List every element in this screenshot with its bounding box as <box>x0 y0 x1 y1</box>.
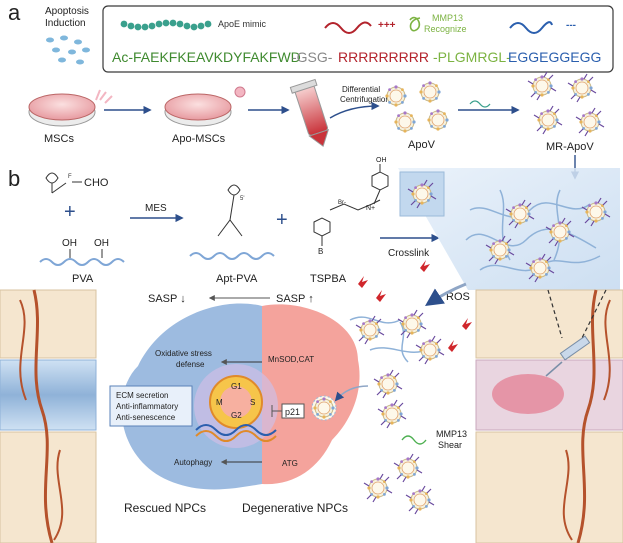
apoe-mimic-label: ApoE mimic <box>218 19 267 29</box>
mmp13-recognize-line2: Recognize <box>424 24 467 34</box>
mr-apov-uptake <box>311 370 434 514</box>
dashed-link-left <box>547 289 563 339</box>
seq-linker: -GSG- <box>292 49 333 65</box>
negative-charge-label: --- <box>566 20 576 31</box>
mes-label: MES <box>145 203 167 214</box>
mmp13-coil-icon <box>409 16 421 32</box>
apoe-beads-icon <box>120 19 212 31</box>
s-phase-label: S <box>250 398 255 407</box>
tspba-structure-icon <box>313 164 389 246</box>
peptide-sequence-box <box>102 5 614 73</box>
seq-apoe: Ac-FAEKFKEAVKDYFAKFWD <box>112 49 301 65</box>
apo-msc-dish <box>164 86 246 127</box>
apo-mscs-label: Apo-MSCs <box>172 133 226 145</box>
plus-sign-1: + <box>64 201 76 223</box>
apt-pva-icon <box>189 184 275 260</box>
mnsod-label: MnSOD,CAT <box>268 355 314 364</box>
ecm-line2: Anti-inflammatory <box>116 402 178 411</box>
panel-a-letter: a <box>8 0 21 25</box>
plus-sign-2: + <box>276 209 288 231</box>
degraded-gel-fragments <box>349 310 444 364</box>
aptamer-icon <box>45 172 67 194</box>
mmp13-recognize-line1: MMP13 <box>432 13 463 23</box>
right-spine-illustration <box>475 289 623 543</box>
p21-label: p21 <box>285 407 300 417</box>
apoptosis-label-line2: Induction <box>45 18 86 29</box>
oh-label-2: OH <box>94 238 109 249</box>
mmp13-shear-line1: MMP13 <box>436 429 467 439</box>
pva-chain-icon <box>39 258 125 266</box>
mscs-label: MSCs <box>44 133 74 145</box>
g2-label: G2 <box>231 411 242 420</box>
aptamer-f-label: F <box>68 174 72 180</box>
arrow-ros <box>425 282 467 306</box>
seq-polyglu: EGGEGGEGG <box>508 49 601 65</box>
tspba-oh-top: OH <box>376 157 387 164</box>
syringe-icon <box>545 335 591 377</box>
apt-5prime-label: 5' <box>240 196 244 202</box>
mr-apov-label: MR-ApoV <box>546 141 594 153</box>
oxidative-line1: Oxidative stress <box>155 349 212 358</box>
diff-centrifugation-line2: Centrifugation <box>340 95 390 104</box>
tspba-nplus-label: N+ <box>366 205 375 212</box>
ecm-line1: ECM secretion <box>116 391 168 400</box>
rescued-npcs-label: Rescued NPCs <box>124 501 206 515</box>
centrifuge-tube-icon <box>289 78 330 148</box>
ecm-line3: Anti-senescence <box>116 413 176 422</box>
panel-b-letter: b <box>8 166 20 191</box>
panel-c: c ROS SASP ↓ SASP ↑ Oxidative stress def… <box>0 260 623 543</box>
mmp13-shear-line2: Shear <box>438 440 462 450</box>
pva-label: PVA <box>72 273 94 285</box>
positive-charge-label: +++ <box>378 20 396 31</box>
apoptosis-label-line1: Apoptosis <box>45 6 89 17</box>
polyarg-wave-icon <box>324 21 372 34</box>
inducer-dots <box>46 35 90 65</box>
tspba-label: TSPBA <box>310 273 347 285</box>
sasp-down-label: SASP ↓ <box>148 293 186 305</box>
polyglu-wave-icon <box>509 21 553 34</box>
apov-cluster <box>384 80 450 134</box>
arrow-tube-to-apov <box>329 101 380 119</box>
peptide-insert-icon <box>469 100 491 108</box>
tspba-b-label: B <box>318 247 323 256</box>
seq-polyarg: RRRRRRRRR <box>338 49 429 65</box>
mmp13-shear-icon <box>401 435 427 445</box>
m-phase-label: M <box>216 398 223 407</box>
sasp-up-label: SASP ↑ <box>276 293 314 305</box>
tspba-br-label: Br- <box>338 200 346 206</box>
panel-a: a Apoptosis Induction ApoE mimic +++ MMP… <box>8 0 614 180</box>
atg-label: ATG <box>282 459 298 468</box>
crosslink-label: Crosslink <box>388 248 430 259</box>
panel-b: b F CHO + OH OH PVA MES 5' Apt-PVA + <box>8 157 620 290</box>
cho-label: CHO <box>84 177 109 189</box>
oh-label-1: OH <box>62 238 77 249</box>
seq-mmp13: -PLGMRGL- <box>433 49 511 65</box>
g1-label: G1 <box>231 382 242 391</box>
hydrogel-network <box>398 168 620 290</box>
diff-centrifugation-line1: Differential <box>342 85 380 94</box>
ros-release <box>358 260 472 352</box>
ecm-box <box>109 385 193 427</box>
dashed-link-right <box>581 289 607 339</box>
autophagy-label: Autophagy <box>174 458 212 467</box>
apt-pva-label: Apt-PVA <box>216 273 258 285</box>
mr-apov-cluster <box>528 72 604 136</box>
apov-label: ApoV <box>408 139 436 151</box>
cell-cycle-diagram <box>194 364 278 448</box>
ros-label: ROS <box>446 291 470 303</box>
msc-dish <box>28 89 113 127</box>
oxidative-line2: defense <box>176 360 205 369</box>
left-spine-illustration <box>0 289 97 543</box>
degenerative-npcs-label: Degenerative NPCs <box>242 501 348 515</box>
